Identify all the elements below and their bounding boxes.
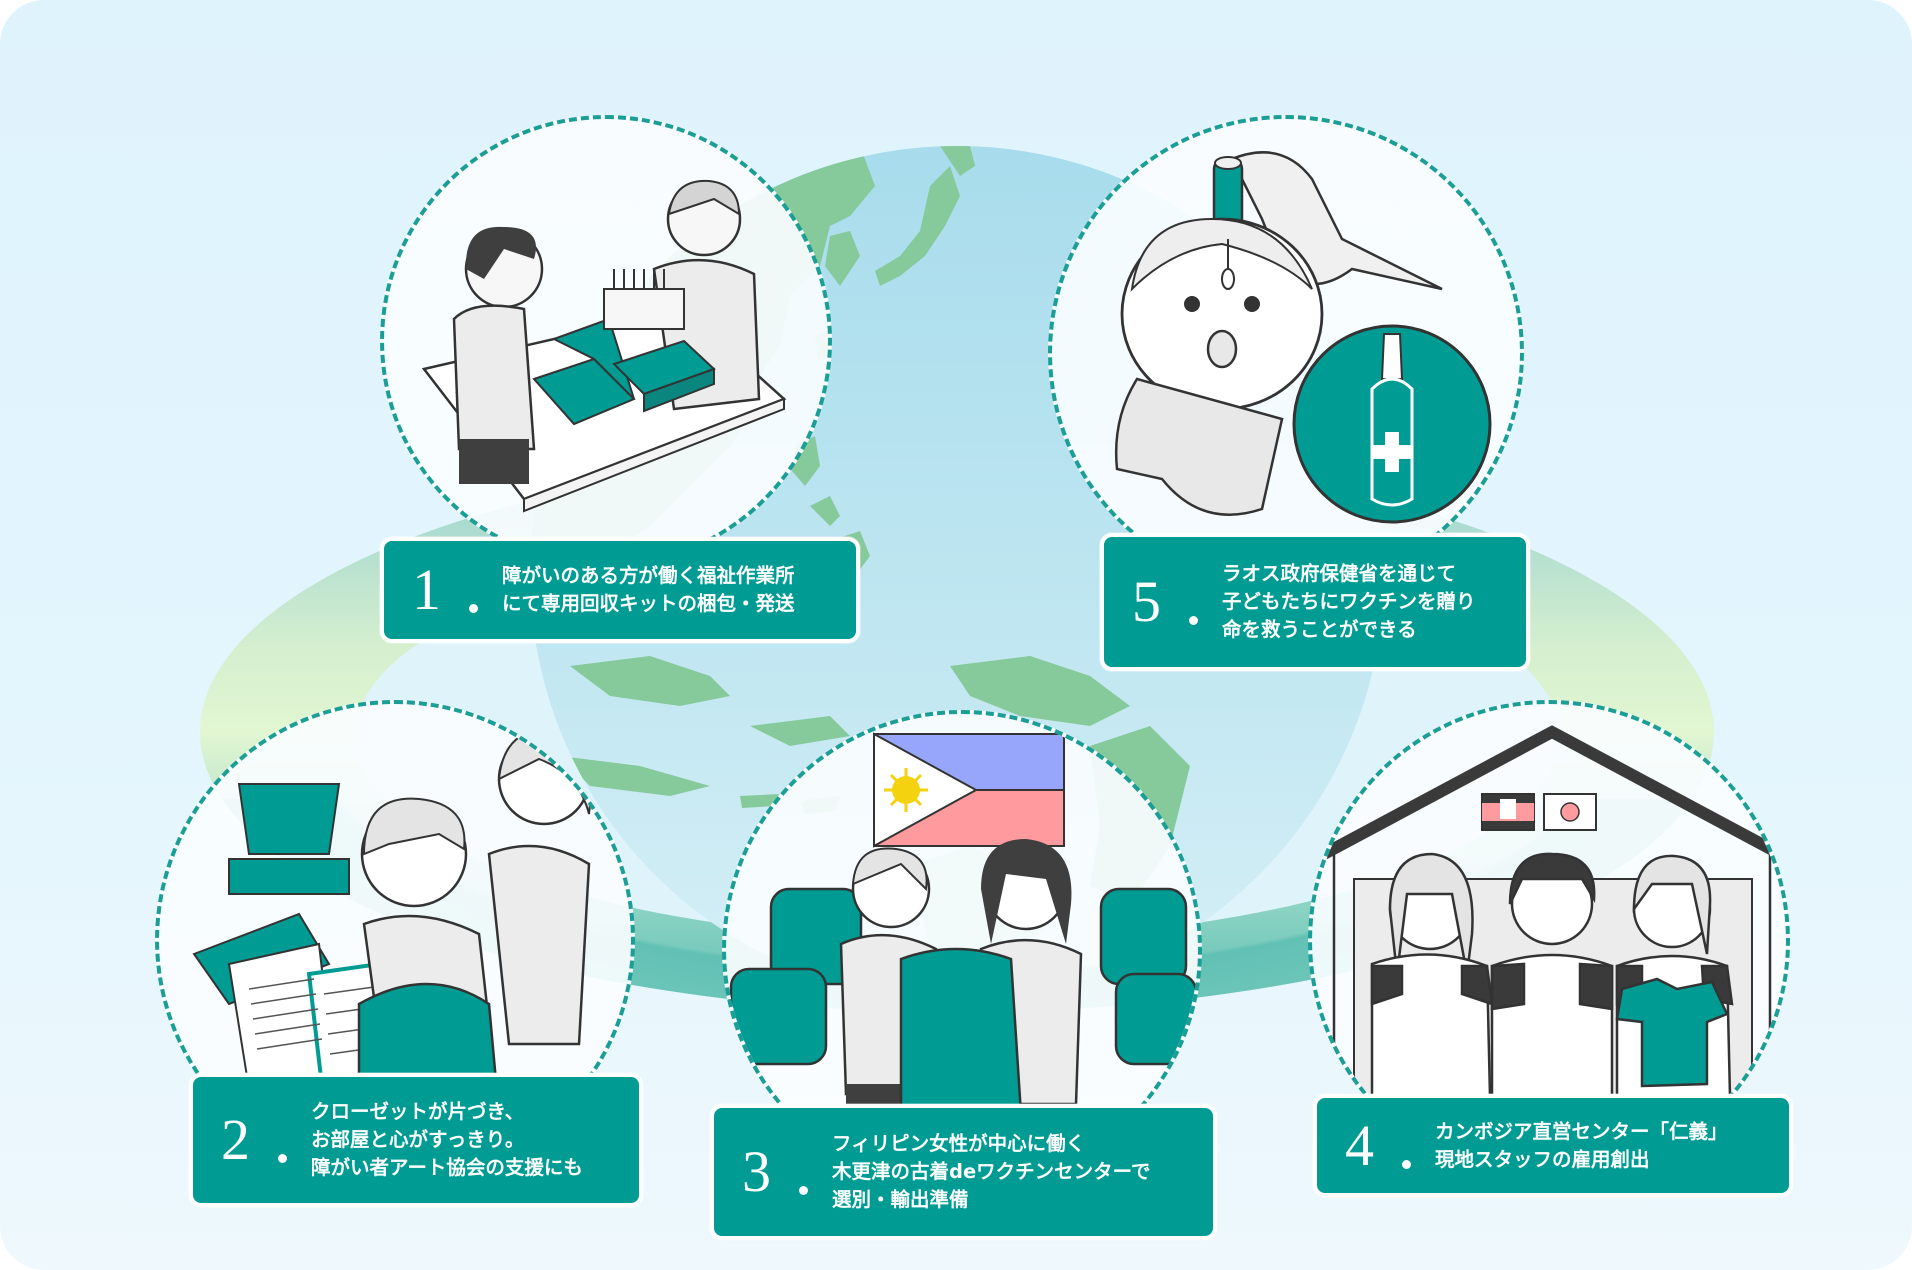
step-text-line: フィリピン女性が中心に働く	[832, 1132, 1086, 1156]
step-text-line: 木更津の古着deワクチンセンターで	[832, 1160, 1151, 1184]
step-text-line: 選別・輸出準備	[832, 1187, 969, 1211]
step-4-caption: 4 カンボジア直営センター「仁義」 現地スタッフの雇用創出	[1313, 1094, 1793, 1197]
number-dot	[278, 1154, 287, 1163]
step-5-illustration	[1048, 115, 1524, 591]
step-text-line: お部屋と心がすっきり。	[311, 1128, 525, 1152]
number-dot	[1402, 1159, 1411, 1169]
step-text: カンボジア直営センター「仁義」 現地スタッフの雇用創出	[1435, 1118, 1728, 1173]
step-3-caption: 3 フィリピン女性が中心に働く 木更津の古着deワクチンセンターで 選別・輸出準…	[710, 1104, 1217, 1240]
step-1-illustration	[380, 115, 832, 567]
vaccine-child-icon	[1114, 151, 1492, 524]
number-dot	[799, 1186, 808, 1195]
step-5-caption: 5 ラオス政府保健省を通じて 子どもたちにワクチンを贈り 命を救うことができる	[1100, 533, 1530, 671]
step-text-line: クローゼットが片づき、	[311, 1100, 525, 1124]
cambodia-center-icon	[1321, 725, 1783, 1178]
number-dot	[469, 604, 478, 613]
step-1-caption: 1 障がいのある方が働く福祉作業所 にて専用回収キットの梱包・発送	[380, 537, 860, 643]
step-number: 2	[221, 1111, 293, 1169]
step-number: 3	[742, 1143, 814, 1201]
step-text: ラオス政府保健省を通じて 子どもたちにワクチンを贈り 命を救うことができる	[1222, 560, 1476, 643]
step-text-line: 障がい者アート協会の支援にも	[311, 1155, 583, 1179]
step-2-caption: 2 クローゼットが片づき、 お部屋と心がすっきり。 障がい者アート協会の支援にも	[189, 1073, 643, 1207]
number-dot	[1189, 616, 1198, 625]
step-number: 4	[1345, 1116, 1417, 1175]
step-text-line: 命を救うことができる	[1222, 617, 1417, 641]
packing-boxes-icon	[421, 179, 787, 513]
step-number: 5	[1132, 573, 1204, 631]
step-text: クローゼットが片づき、 お部屋と心がすっきり。 障がい者アート協会の支援にも	[311, 1098, 583, 1181]
step-text-line: 子どもたちにワクチンを贈り	[1222, 590, 1476, 614]
step-text-line: ラオス政府保健省を通じて	[1222, 562, 1457, 586]
step-text-line: 障がいのある方が働く福祉作業所	[502, 564, 795, 588]
step-text-line: 現地スタッフの雇用創出	[1435, 1147, 1650, 1171]
step-text: 障がいのある方が働く福祉作業所 にて専用回収キットの梱包・発送	[502, 562, 795, 617]
step-number: 1	[412, 561, 484, 619]
step-text-line: にて専用回収キットの梱包・発送	[502, 592, 795, 615]
step-text: フィリピン女性が中心に働く 木更津の古着deワクチンセンターで 選別・輸出準備	[832, 1130, 1151, 1213]
step-text-line: カンボジア直営センター「仁義」	[1435, 1119, 1728, 1143]
